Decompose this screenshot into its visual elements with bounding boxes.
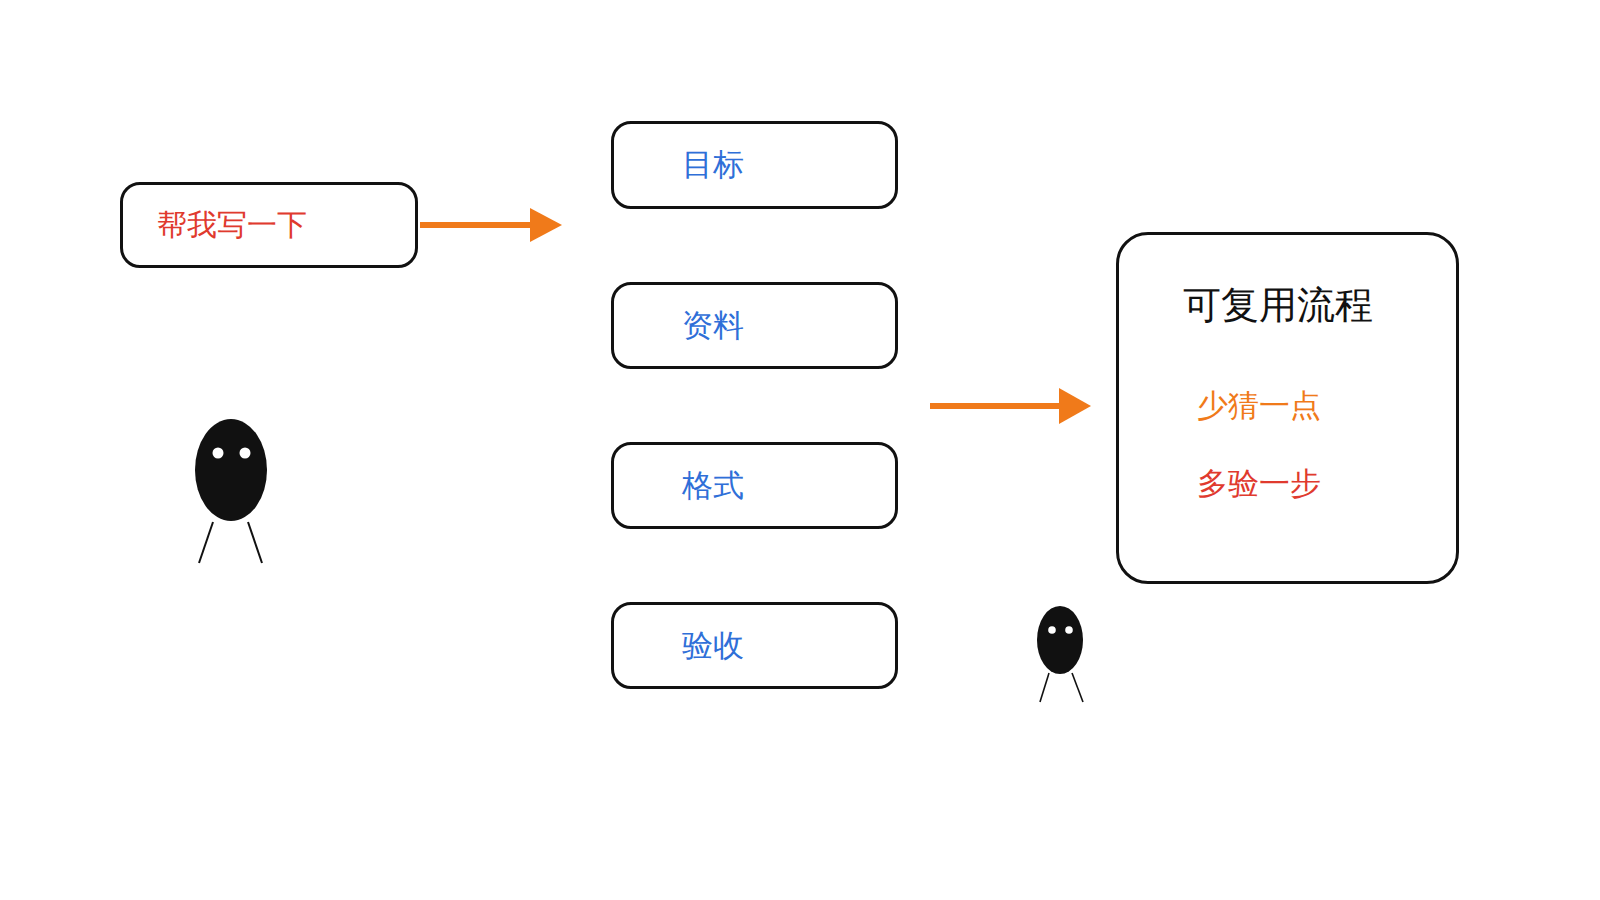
figure-leg	[1040, 673, 1049, 702]
flow-arrow	[420, 208, 562, 242]
figure-leg	[199, 522, 213, 563]
result-point: 少猜一点	[1197, 385, 1321, 425]
step-box: 格式	[611, 442, 898, 529]
figure-eye	[213, 448, 224, 459]
arrow-head	[1059, 388, 1091, 424]
figure-eye	[1048, 626, 1056, 634]
arrow-shaft	[420, 222, 536, 228]
figure-eye	[1065, 626, 1073, 634]
step-label: 格式	[682, 465, 744, 505]
arrow-head	[530, 208, 562, 242]
figure-head	[195, 419, 267, 521]
result-point: 多验一步	[1197, 463, 1321, 503]
step-box: 验收	[611, 602, 898, 689]
big-figure	[195, 419, 267, 563]
step-label: 资料	[682, 305, 744, 345]
step-label: 目标	[682, 144, 744, 184]
figure-head	[1037, 606, 1083, 674]
step-label: 验收	[682, 625, 744, 665]
step-box: 目标	[611, 121, 898, 209]
figure-leg	[248, 522, 262, 563]
flow-arrow	[930, 388, 1091, 424]
step-box: 资料	[611, 282, 898, 369]
result-box: 可复用流程少猜一点多验一步	[1116, 232, 1459, 584]
figure-eye	[240, 448, 251, 459]
request-text: 帮我写一下	[157, 205, 307, 244]
arrow-shaft	[930, 403, 1064, 409]
figure-leg	[1072, 673, 1083, 702]
request-box: 帮我写一下	[120, 182, 418, 268]
result-title: 可复用流程	[1183, 281, 1373, 330]
small-figure	[1037, 606, 1083, 702]
